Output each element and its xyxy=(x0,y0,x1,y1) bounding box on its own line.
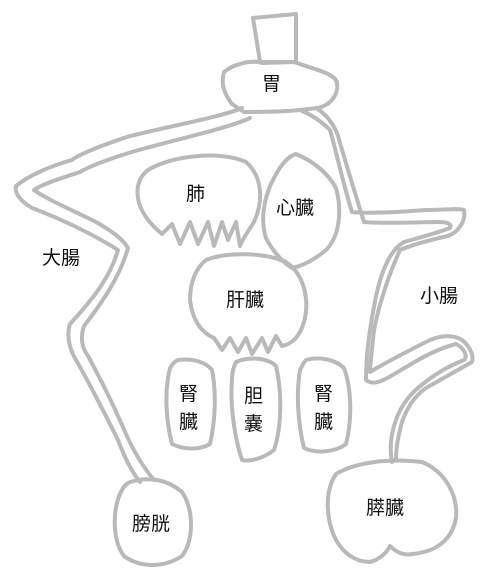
label-liver: 肝臓 xyxy=(226,289,264,311)
kidney-right-outline xyxy=(295,356,353,454)
label-kidney-left-top: 腎 xyxy=(179,383,198,405)
pancreas-outline xyxy=(325,458,459,564)
large-intestine-outline xyxy=(13,106,244,484)
label-gallbladder-bottom: 嚢 xyxy=(244,413,263,435)
label-heart: 心臓 xyxy=(276,197,314,219)
label-bladder: 膀胱 xyxy=(132,513,170,535)
label-pancreas: 膵臓 xyxy=(366,497,404,519)
esophagus-outline xyxy=(251,12,298,64)
label-kidney-right-bottom: 臓 xyxy=(314,411,333,433)
label-large-intestine: 大腸 xyxy=(42,247,80,269)
label-kidney-right-top: 腎 xyxy=(314,383,333,405)
small-intestine-outline-inner xyxy=(314,106,468,464)
stomach-outline xyxy=(220,59,340,114)
label-gallbladder-top: 胆 xyxy=(244,385,263,407)
bladder-outline xyxy=(112,477,193,567)
label-lung: 肺 xyxy=(186,183,205,205)
gallbladder-outline xyxy=(229,356,283,463)
label-stomach: 胃 xyxy=(262,73,281,95)
kidney-left-outline xyxy=(164,357,217,451)
liver-outline xyxy=(188,252,309,356)
label-small-intestine: 小腸 xyxy=(420,285,458,307)
large-intestine-outline-inner xyxy=(32,116,252,482)
lung-outline xyxy=(135,153,263,248)
label-kidney-left-bottom: 臓 xyxy=(179,411,198,433)
